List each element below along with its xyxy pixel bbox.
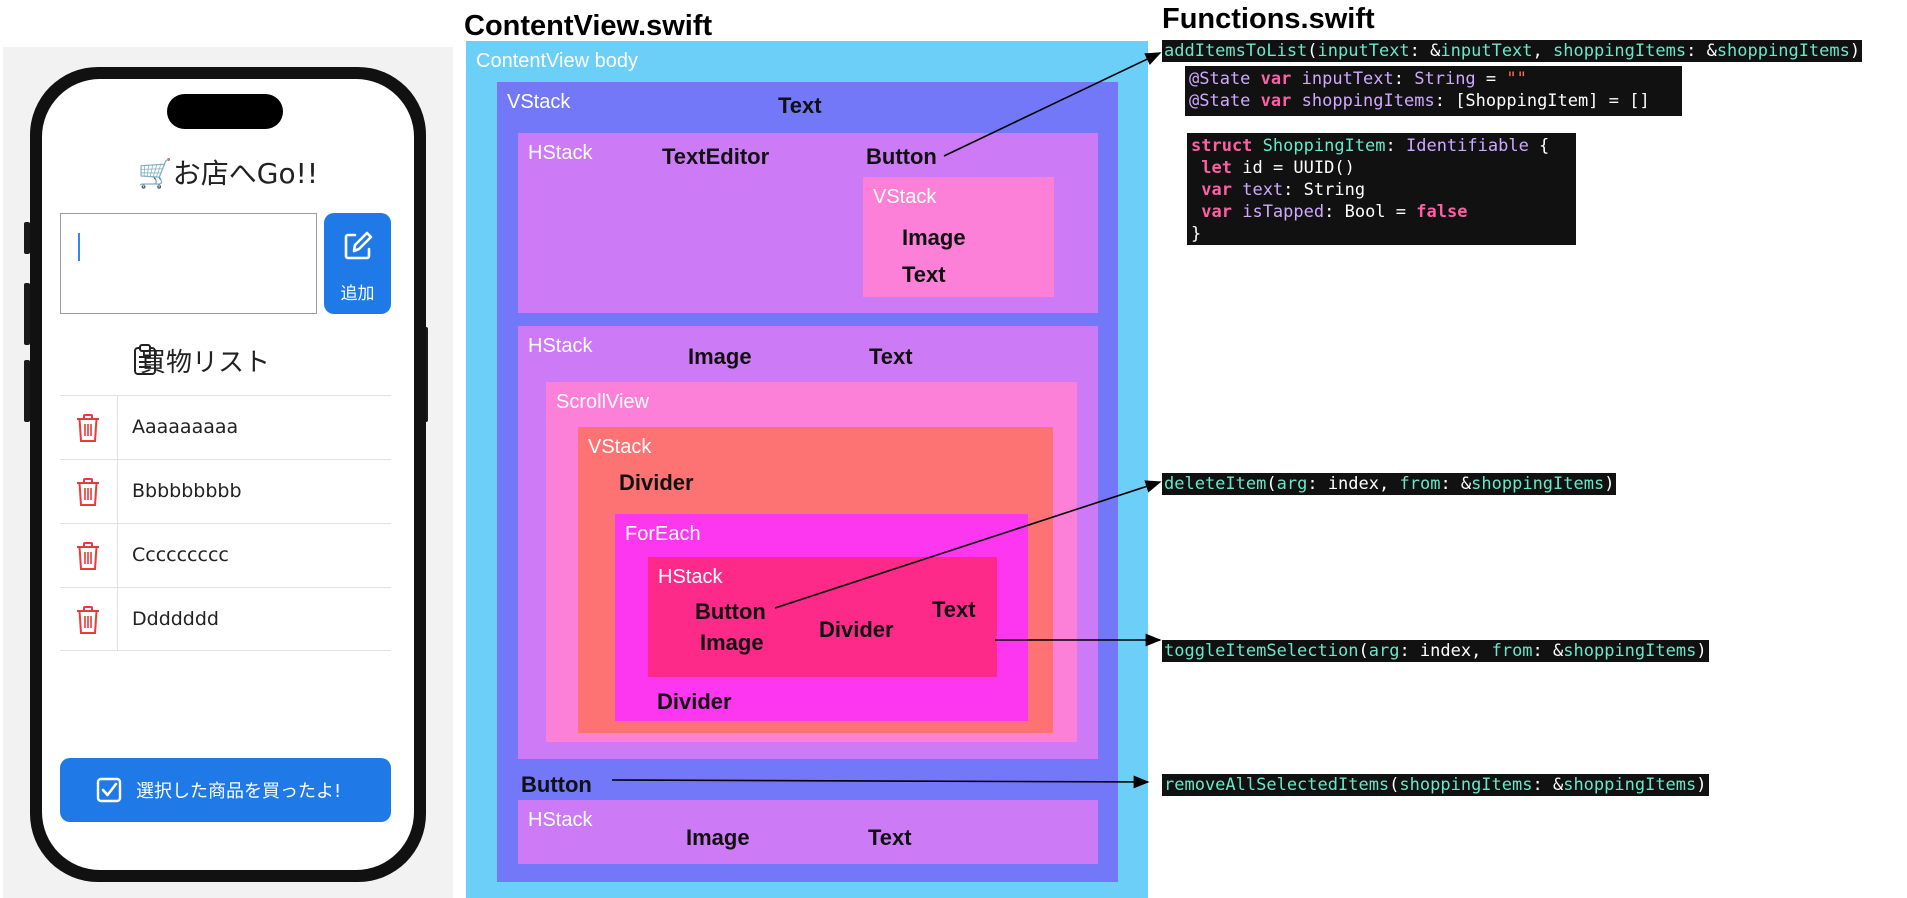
struct-id-line: let id = UUID() [1201, 158, 1355, 178]
text-list-label: Text [869, 344, 913, 369]
vstack-button-box [863, 177, 1054, 297]
struct-declaration-line: struct ShoppingItem: Identifiable { [1191, 136, 1550, 156]
contentview-file-title: ContentView.swift [464, 10, 713, 42]
clipboard-icon [134, 344, 156, 375]
image-delete-label: Image [700, 630, 764, 655]
hstack-input-label: HStack [528, 142, 593, 164]
toggle-item-function-call: toggleItemSelection(arg: index, from: &s… [1162, 640, 1709, 662]
button-add-label: Button [866, 144, 937, 169]
state-shopping-items-line: @State var shoppingItems: [ShoppingItem]… [1189, 91, 1650, 111]
trash-icon[interactable] [76, 541, 100, 571]
app-title: 🛒お店へGo!! [137, 157, 319, 190]
edit-icon [344, 231, 373, 260]
struct-is-tapped-line: var isTapped: Bool = false [1201, 202, 1468, 222]
button-delete-label: Button [695, 599, 766, 624]
divider-row-label: Divider [819, 617, 894, 642]
button-buy-label: Button [521, 772, 592, 797]
phone-volume-down-button [24, 360, 30, 422]
text-title-label: Text [778, 93, 822, 118]
functions-file-title: Functions.swift [1162, 3, 1375, 35]
struct-text-line: var text: String [1201, 180, 1366, 200]
list-item[interactable] [60, 459, 391, 523]
bought-items-button[interactable]: 選択した商品を買ったよ! [60, 758, 391, 822]
add-button-label: 追加 [340, 284, 375, 304]
scrollview-label: ScrollView [556, 391, 649, 413]
dynamic-island [167, 94, 283, 129]
list-item[interactable] [60, 395, 391, 459]
contentview-body-label: ContentView body [476, 50, 638, 72]
add-items-function-call: addItemsToList(inputText: &inputText, sh… [1162, 40, 1863, 62]
vstack-button-label: VStack [873, 186, 937, 208]
trash-icon[interactable] [76, 413, 100, 443]
hstack-buy-label: HStack [528, 809, 593, 831]
hstack-buy-box [518, 800, 1098, 864]
trash-icon[interactable] [76, 477, 100, 507]
phone-volume-up-button [24, 283, 30, 345]
remove-all-function-call: removeAllSelectedItems(shoppingItems: &s… [1162, 774, 1709, 796]
divider-bottom-label: Divider [657, 689, 732, 714]
text-caret [78, 233, 80, 261]
image-add-label: Image [902, 225, 966, 250]
row-divider [117, 395, 118, 651]
image-buy-label: Image [686, 825, 750, 850]
phone-action-button [24, 222, 30, 254]
delete-item-function-call: deleteItem(arg: index, from: &shoppingIt… [1162, 473, 1617, 495]
text-editor-label: TextEditor [662, 144, 770, 169]
trash-icon[interactable] [76, 605, 100, 635]
foreach-label: ForEach [625, 523, 701, 545]
vstack-list-label: VStack [588, 436, 652, 458]
vstack-root-label: VStack [507, 91, 571, 113]
item-text[interactable]: Aaaaaaaaa [132, 416, 239, 438]
shopping-item-struct-block: struct ShoppingItem: Identifiable { let … [1187, 133, 1576, 245]
item-text-editor[interactable] [60, 213, 317, 314]
divider-top-label: Divider [619, 470, 694, 495]
image-list-label: Image [688, 344, 752, 369]
phone-screen [42, 79, 414, 870]
hstack-list-label: HStack [528, 335, 593, 357]
item-text[interactable]: Ddddddd [132, 608, 219, 630]
text-row-label: Text [932, 597, 976, 622]
text-add-label: Text [902, 262, 946, 287]
state-variables-block: @State var inputText: String = "" @State… [1185, 66, 1682, 116]
list-title: 買物リスト [140, 348, 271, 378]
hstack-row-label: HStack [658, 566, 723, 588]
text-buy-label: Text [868, 825, 912, 850]
list-item[interactable] [60, 587, 391, 651]
checkbox-icon [96, 777, 122, 803]
add-button[interactable]: 追加 [324, 213, 391, 314]
item-text[interactable]: Ccccccccc [132, 544, 229, 566]
list-item[interactable] [60, 523, 391, 587]
bought-items-button-label: 選択した商品を買ったよ! [136, 781, 342, 802]
item-text[interactable]: Bbbbbbbbb [132, 480, 242, 502]
state-input-text-line: @State var inputText: String = "" [1189, 69, 1527, 89]
